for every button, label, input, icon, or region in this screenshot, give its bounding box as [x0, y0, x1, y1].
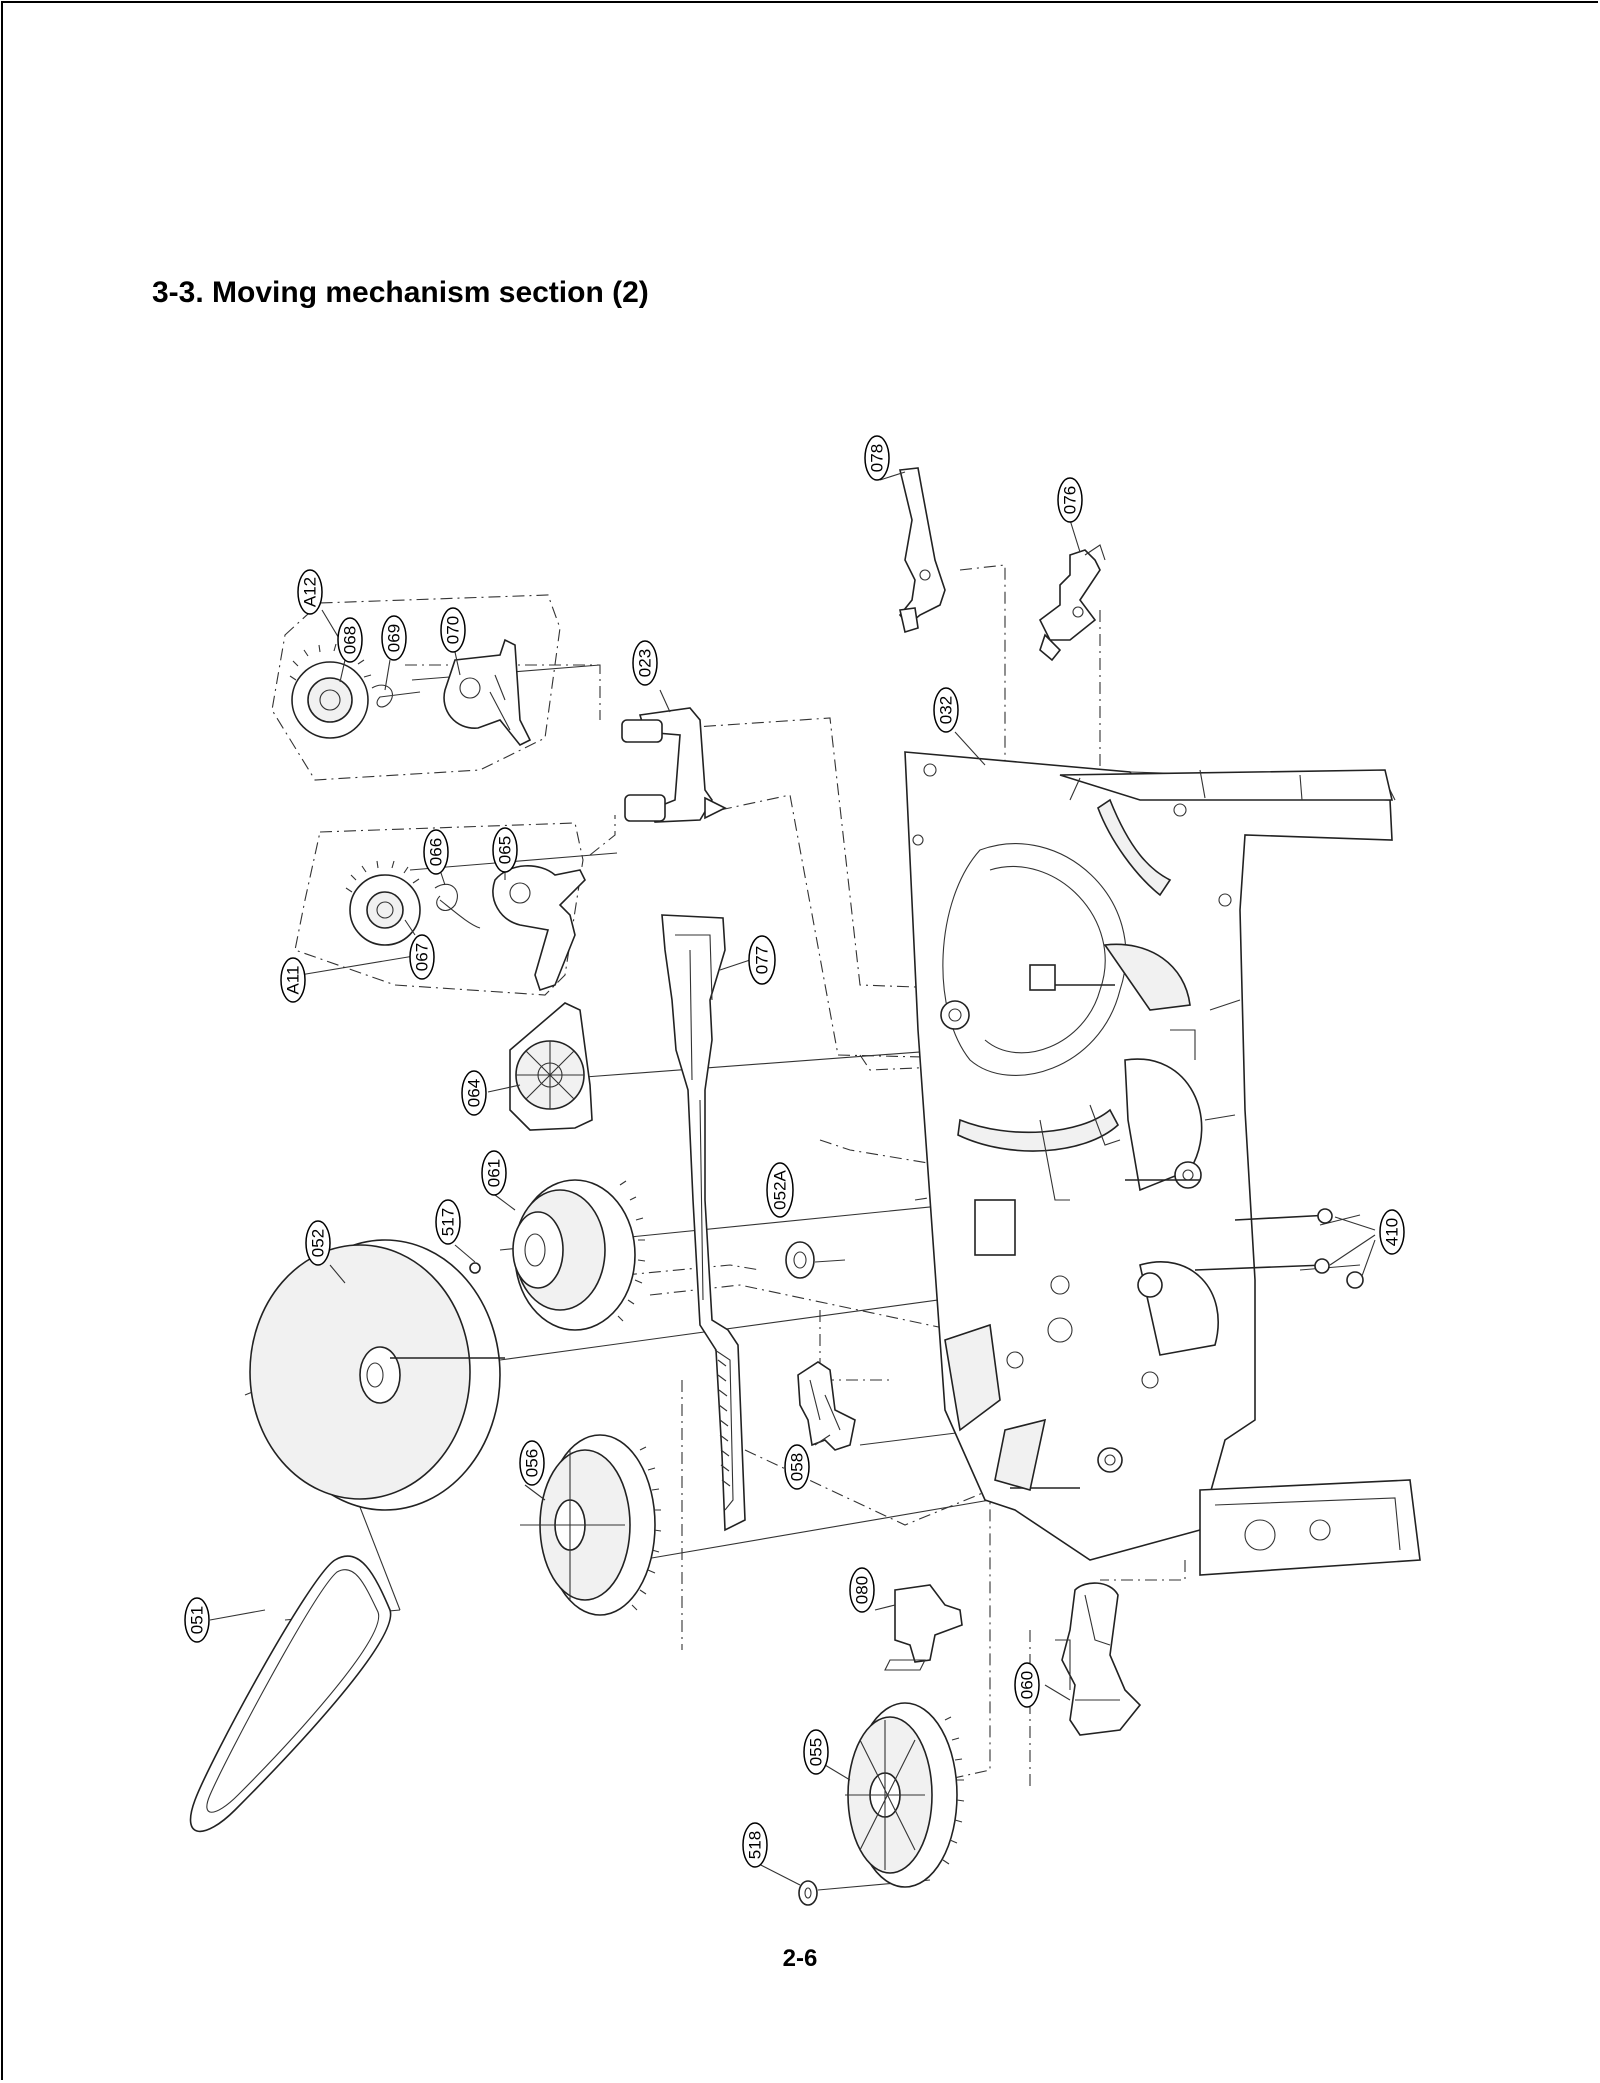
section-title: 3-3. Moving mechanism section (2) — [152, 276, 649, 309]
callout-518: 518 — [742, 1822, 768, 1868]
gear-055 — [845, 1702, 965, 1888]
callout-517: 517 — [435, 1199, 461, 1245]
svg-text:068: 068 — [341, 626, 360, 654]
svg-text:080: 080 — [853, 1576, 872, 1604]
cap-052A — [785, 1241, 846, 1279]
callout-051: 051 — [184, 1597, 210, 1643]
svg-text:078: 078 — [868, 444, 887, 472]
callout-080: 080 — [849, 1567, 875, 1613]
bracket-060 — [1055, 1582, 1142, 1736]
callout-410: 410 — [1379, 1209, 1405, 1255]
washer-518-hole — [804, 1887, 812, 1899]
callout-069: 069 — [381, 615, 407, 661]
callout-058: 058 — [784, 1444, 810, 1490]
callout-056: 056 — [519, 1440, 545, 1486]
svg-text:517: 517 — [439, 1208, 458, 1236]
callout-077: 077 — [748, 935, 776, 985]
callout-068: 068 — [337, 617, 363, 663]
svg-text:410: 410 — [1383, 1218, 1402, 1246]
svg-text:051: 051 — [188, 1606, 207, 1634]
callout-A12: A12 — [297, 569, 323, 615]
callout-060: 060 — [1014, 1662, 1040, 1708]
svg-text:065: 065 — [496, 836, 515, 864]
page-number: 2-6 — [782, 1945, 818, 1972]
callout-023: 023 — [632, 640, 658, 686]
svg-text:052: 052 — [309, 1229, 328, 1257]
svg-text:032: 032 — [937, 696, 956, 724]
callout-A11: A11 — [280, 957, 306, 1003]
svg-text:A11: A11 — [284, 966, 303, 995]
callout-065: 065 — [492, 827, 518, 873]
slide-plate-077 — [661, 914, 746, 1532]
assembly-group-A11 — [294, 822, 586, 996]
svg-text:052A: 052A — [771, 1169, 790, 1209]
gear-064 — [509, 1002, 593, 1131]
callout-076: 076 — [1057, 477, 1083, 523]
callout-061: 061 — [481, 1150, 507, 1196]
callout-078: 078 — [864, 435, 890, 481]
callout-032: 032 — [933, 687, 959, 733]
svg-text:069: 069 — [385, 624, 404, 652]
gear-056 — [520, 1434, 662, 1616]
bracket-058 — [797, 1361, 856, 1451]
lever-078 — [898, 467, 946, 634]
lever-076 — [1038, 544, 1106, 662]
callout-052: 052 — [305, 1220, 331, 1266]
main-chassis-plate — [904, 751, 1421, 1576]
svg-text:055: 055 — [807, 1738, 826, 1766]
washer-518 — [798, 1880, 818, 1906]
flywheel-052 — [249, 1239, 505, 1511]
clutch-gear-061 — [469, 1179, 646, 1331]
callout-066: 066 — [423, 829, 449, 875]
svg-text:076: 076 — [1061, 486, 1080, 514]
assembly-group-A12 — [271, 594, 561, 781]
callout-055: 055 — [803, 1729, 829, 1775]
svg-text:067: 067 — [413, 943, 432, 971]
screws-410 — [1194, 1208, 1376, 1289]
svg-text:064: 064 — [465, 1079, 484, 1107]
callout-070: 070 — [440, 607, 466, 653]
callout-052A: 052A — [766, 1162, 794, 1218]
switch-080 — [884, 1584, 963, 1671]
svg-text:056: 056 — [523, 1449, 542, 1477]
callout-leaders — [209, 471, 1081, 1886]
svg-text:023: 023 — [636, 649, 655, 677]
svg-text:060: 060 — [1018, 1671, 1037, 1699]
svg-text:A12: A12 — [301, 577, 320, 607]
svg-text:061: 061 — [485, 1159, 504, 1187]
callout-067: 067 — [409, 934, 435, 980]
callout-064: 064 — [461, 1070, 487, 1116]
belt-051 — [189, 1555, 392, 1833]
arm-023 — [621, 707, 727, 823]
svg-text:058: 058 — [788, 1453, 807, 1481]
svg-text:077: 077 — [753, 946, 772, 974]
svg-text:070: 070 — [444, 616, 463, 644]
svg-text:518: 518 — [746, 1831, 765, 1859]
svg-text:066: 066 — [427, 838, 446, 866]
